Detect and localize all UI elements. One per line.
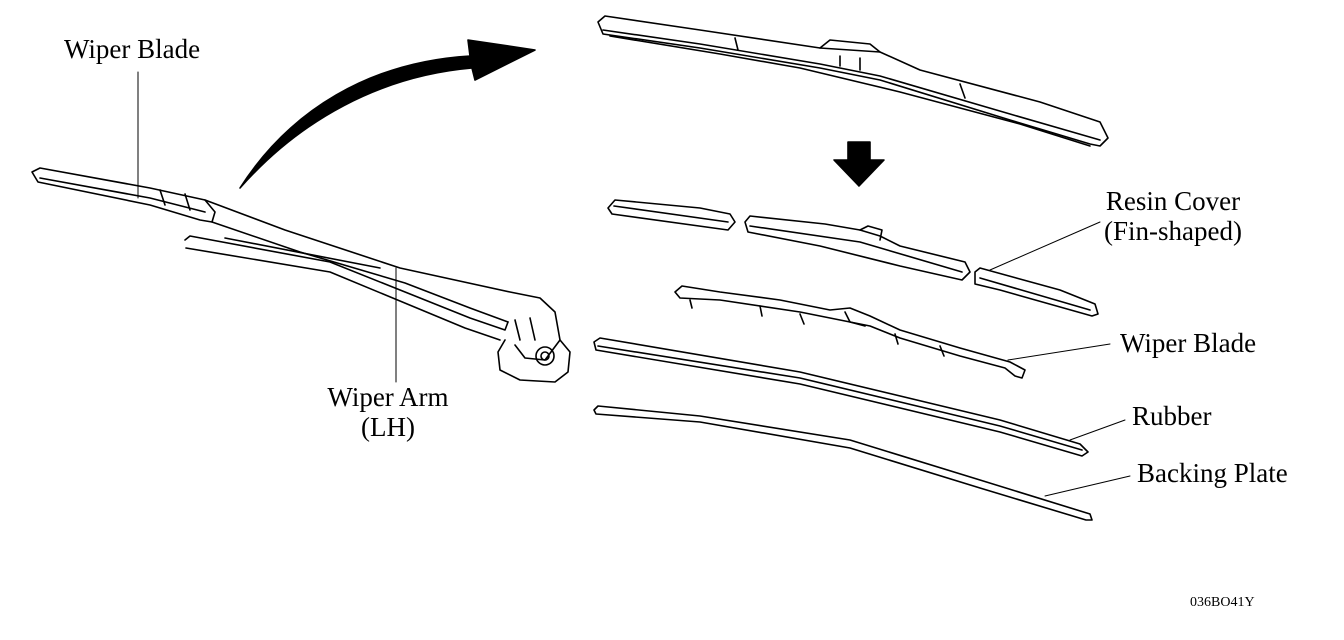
figure-code: 036BO41Y	[1190, 595, 1255, 610]
label-wiper-blade-top: Wiper Blade	[64, 34, 201, 64]
backing-plate	[593, 405, 1093, 521]
rubber-strip	[593, 337, 1089, 457]
label-backing-plate: Backing Plate	[1137, 458, 1288, 488]
label-rubber: Rubber	[1132, 401, 1212, 431]
curved-arrow-icon	[239, 39, 536, 189]
label-wiper-arm: Wiper Arm (LH)	[318, 382, 458, 442]
label-resin-cover-line2: (Fin-shaped)	[1104, 216, 1242, 246]
complete-wiper-blade	[597, 15, 1109, 147]
label-resin-cover-line1: Resin Cover	[1105, 186, 1241, 216]
resin-cover-parts	[607, 199, 1099, 317]
label-resin-cover: Resin Cover (Fin-shaped)	[1088, 186, 1258, 246]
label-wiper-arm-line2: (LH)	[361, 412, 415, 442]
label-wiper-blade-right: Wiper Blade	[1120, 328, 1257, 358]
wiper-blade-frame	[674, 285, 1026, 379]
wiper-arm-assembly	[31, 167, 571, 383]
down-arrow-icon	[833, 141, 885, 187]
label-wiper-arm-line1: Wiper Arm	[327, 382, 449, 412]
